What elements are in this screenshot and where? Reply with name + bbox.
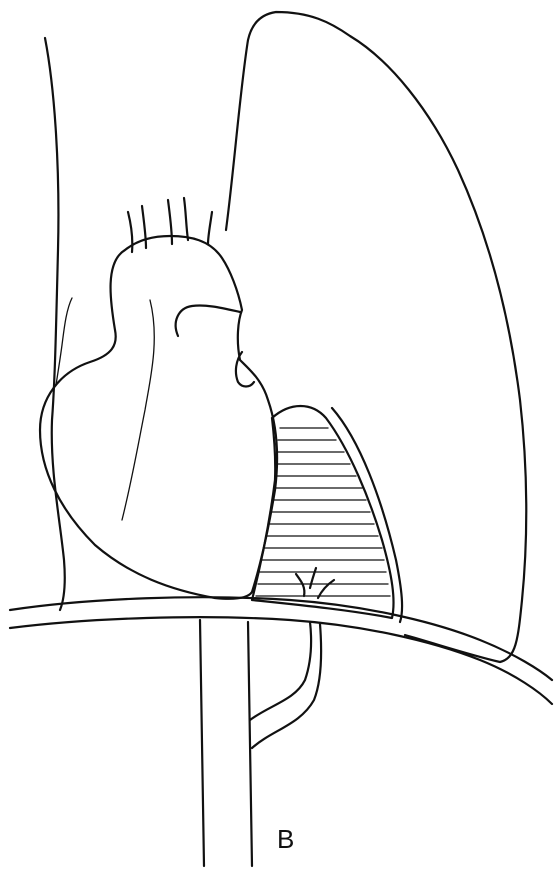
aortic-branch-3 — [168, 200, 172, 244]
diaphragm-upper — [10, 597, 552, 680]
diaphragm-lower — [10, 617, 552, 704]
left-body-outline — [45, 38, 65, 610]
heart-outline — [40, 236, 277, 599]
aortic-branch-5 — [208, 212, 212, 244]
vessel-branch-right — [250, 622, 311, 720]
atrial-appendage — [236, 352, 254, 387]
aortic-branch-4 — [184, 198, 188, 240]
panel-label: B — [277, 826, 294, 852]
lung-outline — [226, 12, 526, 662]
vessel-left — [200, 620, 204, 866]
aortic-branch-2 — [142, 206, 146, 248]
vessel-right — [248, 622, 252, 866]
pulmonary-artery — [176, 305, 240, 336]
heart-inner-contour — [122, 300, 154, 520]
